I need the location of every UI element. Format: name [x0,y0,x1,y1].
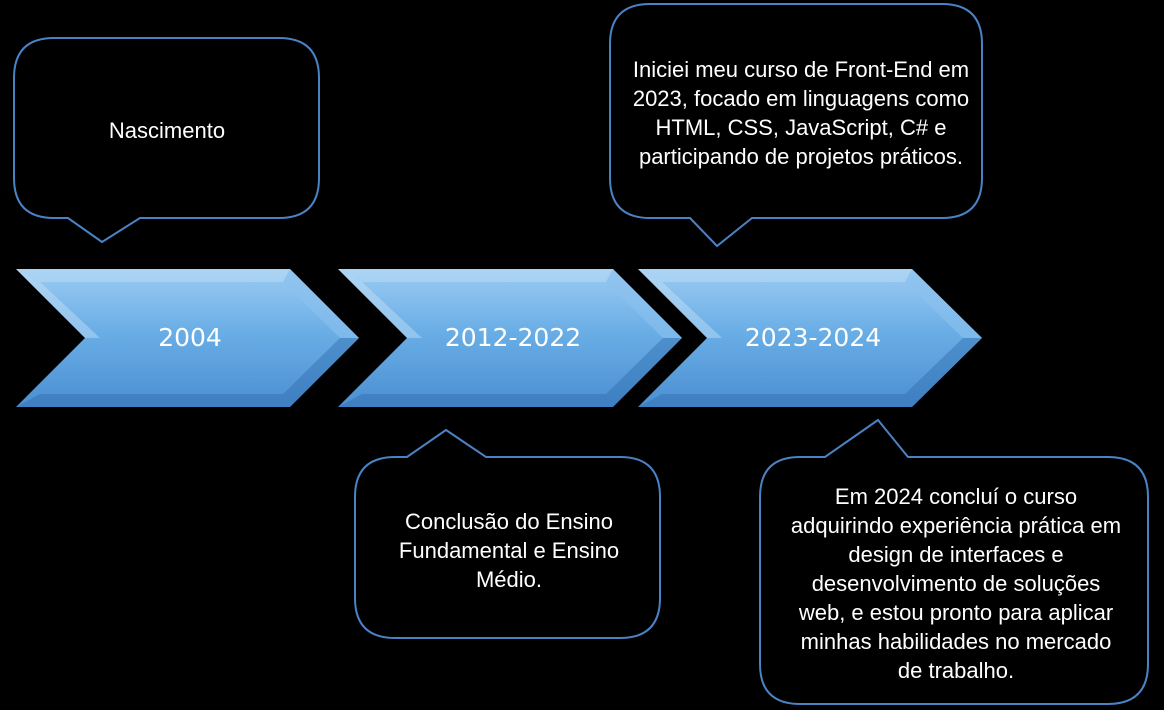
callout-text-nascimento: Nascimento [108,117,226,143]
callout-text-curso-inicio: Iniciei meu curso de Front-End em 2023, … [632,57,970,169]
callout-bubble-curso-conclusao [759,418,1149,705]
callout-bubble-nascimento [13,37,320,244]
year-label-2004: 2004 [158,322,222,352]
callout-bubble-ensino [354,428,661,639]
year-label-2023-2024: 2023-2024 [744,322,882,352]
chevron-2004 [16,269,359,407]
callout-text-curso-conclusao: Em 2024 concluí o curso adquirindo exper… [790,483,1122,683]
chevron-2012-2022 [338,269,682,407]
callout-text-ensino: Conclusão do Ensino Fundamental e Ensino… [398,508,620,592]
year-label-2012-2022: 2012-2022 [444,322,582,352]
chevron-2023-2024 [638,269,982,407]
callout-bubble-curso-inicio [609,3,983,248]
